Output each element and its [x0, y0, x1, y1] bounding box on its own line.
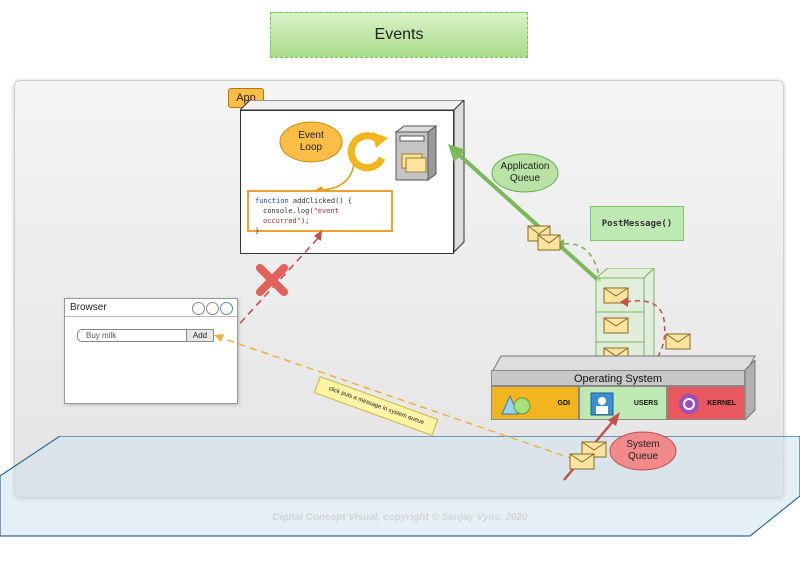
- mailbox-icon: [394, 125, 438, 181]
- click-message-arrow: [214, 334, 571, 459]
- application-queue-cloud: [491, 153, 559, 193]
- os-side-face: [745, 360, 756, 421]
- application-queue-label: Application Queue: [500, 161, 550, 184]
- browser-title: Browser: [65, 299, 237, 317]
- shapes-icon: [501, 394, 531, 415]
- os-top-face: [491, 355, 756, 374]
- floor-plane: [0, 436, 800, 537]
- os-title: Operating System: [491, 370, 745, 386]
- minimize-button[interactable]: [192, 302, 205, 315]
- kernel-gear-icon: [679, 394, 699, 414]
- system-queue-label: System Queue: [626, 439, 660, 462]
- users-module: USERS: [579, 386, 667, 420]
- envelope-pair-icon: [527, 225, 561, 251]
- page-title: Events: [374, 26, 424, 43]
- code-snippet: function addClicked() { console.log("eve…: [247, 190, 393, 235]
- kernel-module: KERNEL: [667, 386, 745, 420]
- envelope-icon: [665, 333, 691, 350]
- system-queue-cloud: [609, 431, 677, 471]
- postmessage-box: PostMessage(): [590, 206, 684, 241]
- cross-icon: [256, 264, 288, 296]
- close-button[interactable]: [220, 302, 233, 315]
- todo-input[interactable]: Buy milk: [77, 329, 197, 342]
- title-banner: Events: [270, 12, 528, 58]
- gdi-module: GDI: [491, 386, 579, 420]
- application-queue-arrow: [448, 144, 600, 282]
- event-loop-label: Event Loop: [298, 130, 324, 153]
- add-button[interactable]: Add: [186, 329, 214, 342]
- system-envelope-pair-icon: [569, 441, 607, 470]
- app-box-3d: [240, 100, 465, 254]
- event-loop-cloud: [279, 121, 343, 163]
- browser-window: Browser Buy milk Add: [64, 298, 238, 404]
- maximize-button[interactable]: [206, 302, 219, 315]
- copyright-footer: Digital Concept Visual, copyright © Sanj…: [272, 512, 528, 523]
- loop-arrow-icon: [347, 132, 388, 172]
- user-icon: [590, 392, 614, 416]
